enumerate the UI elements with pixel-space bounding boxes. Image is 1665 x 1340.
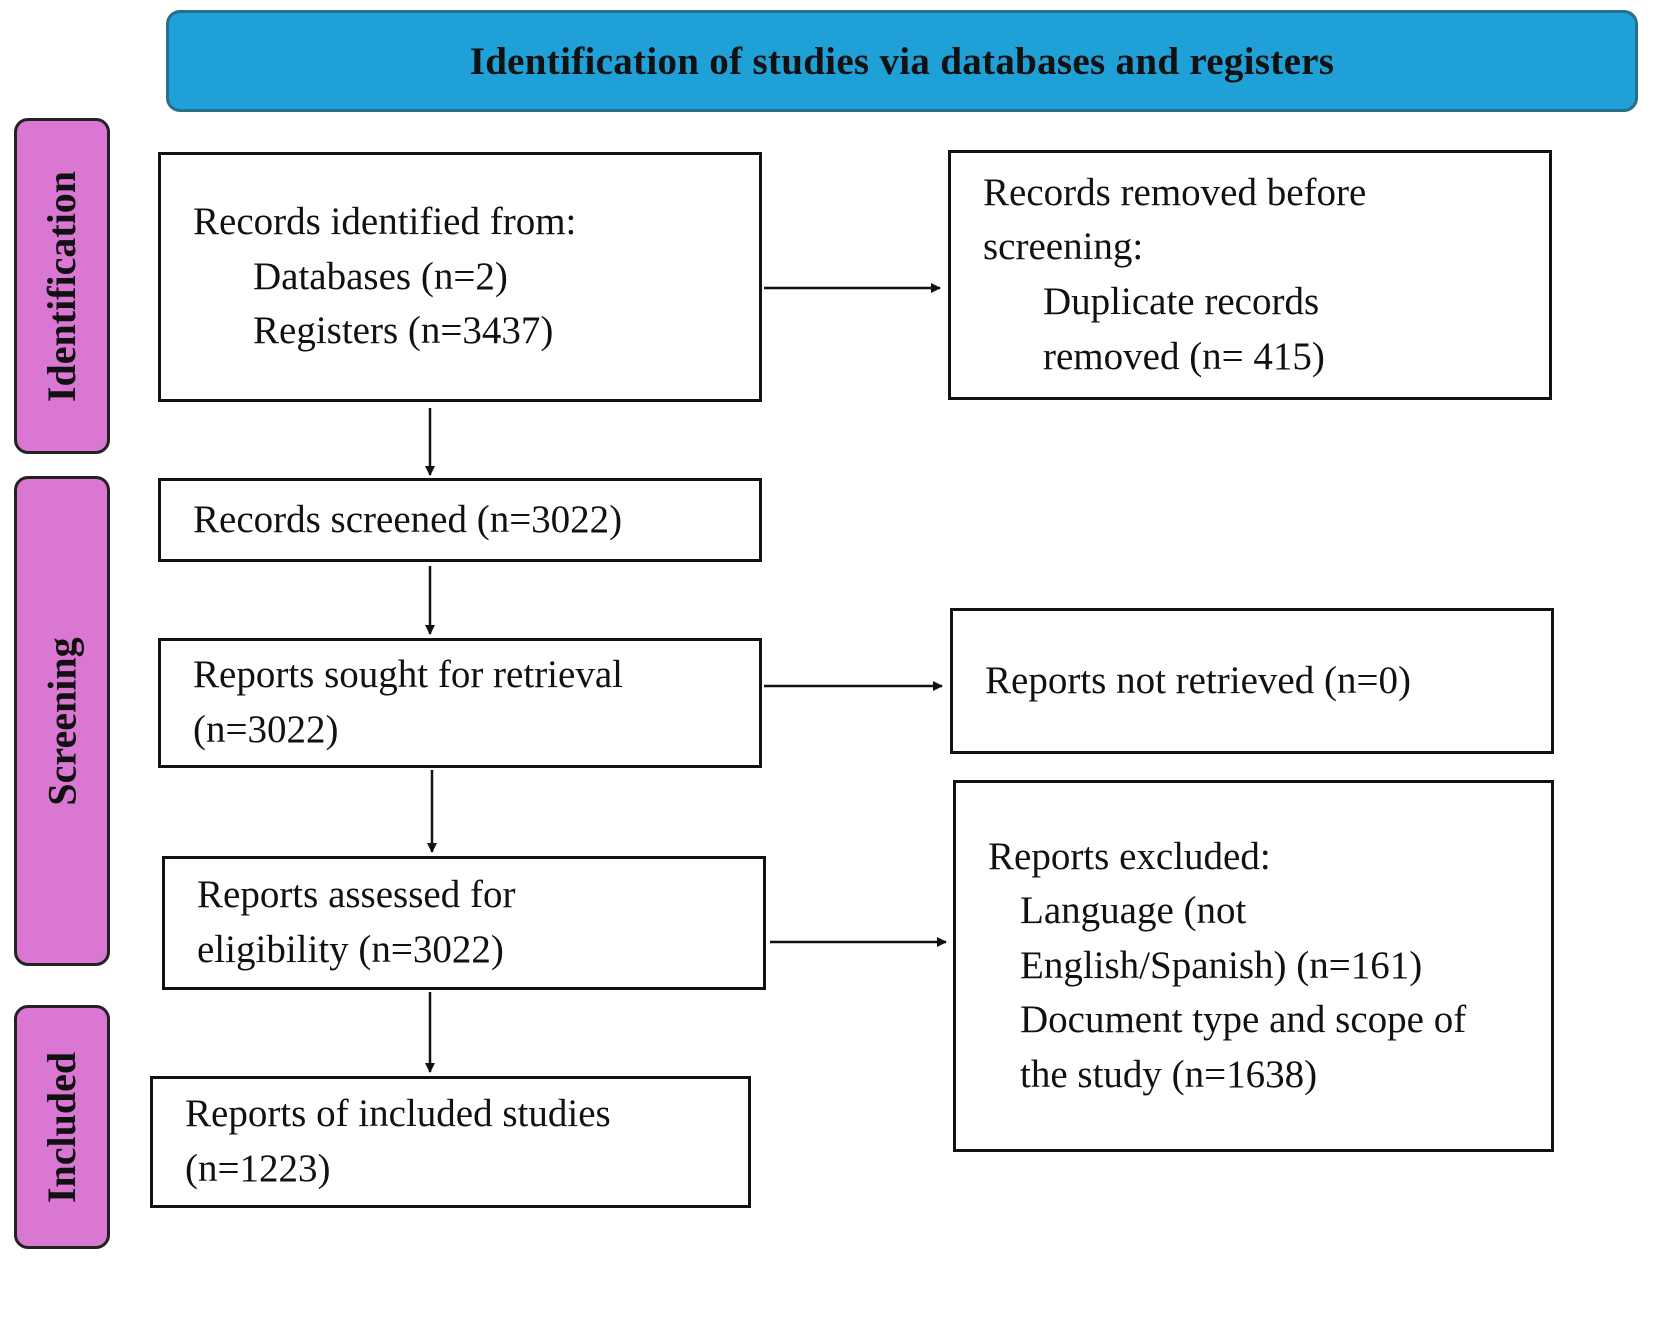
reports-not-retrieved-box: Reports not retrieved (n=0) — [950, 608, 1554, 754]
reports-excluded-language-line1: Language (not — [1020, 889, 1247, 933]
header-title: Identification of studies via databases … — [469, 39, 1335, 83]
records-removed-detail-line2: removed (n= 415) — [1043, 334, 1325, 378]
reports-not-retrieved-text: Reports not retrieved (n=0) — [985, 658, 1411, 702]
records-identified-databases: Databases (n=2) — [253, 254, 508, 298]
reports-assessed-box: Reports assessed for eligibility (n=3022… — [162, 856, 766, 990]
header-banner: Identification of studies via databases … — [166, 10, 1638, 112]
reports-included-line1: Reports of included studies — [185, 1092, 611, 1136]
reports-excluded-doctype-line1: Document type and scope of — [1020, 998, 1467, 1042]
records-removed-heading-line1: Records removed before — [983, 170, 1367, 214]
records-identified-box: Records identified from: Databases (n=2)… — [158, 152, 762, 402]
stage-included: Included — [14, 1005, 110, 1249]
records-removed-heading-line2: screening: — [983, 225, 1144, 269]
reports-excluded-heading: Reports excluded: — [988, 834, 1271, 878]
reports-sought-line2: (n=3022) — [193, 708, 339, 751]
stage-identification-label: Identification — [39, 170, 85, 402]
reports-excluded-box: Reports excluded: Language (not English/… — [953, 780, 1554, 1152]
reports-included-line2: (n=1223) — [185, 1147, 331, 1190]
reports-excluded-language-line2: English/Spanish) (n=161) — [1020, 943, 1423, 987]
stage-screening: Screening — [14, 476, 110, 966]
records-screened-text: Records screened (n=3022) — [193, 497, 623, 541]
reports-sought-line1: Reports sought for retrieval — [193, 653, 623, 697]
reports-assessed-line1: Reports assessed for — [197, 873, 516, 917]
records-removed-box: Records removed before screening: Duplic… — [948, 150, 1552, 400]
reports-sought-box: Reports sought for retrieval (n=3022) — [158, 638, 762, 768]
records-removed-detail-line1: Duplicate records — [1043, 280, 1320, 323]
stage-identification: Identification — [14, 118, 110, 454]
reports-excluded-doctype-line2: the study (n=1638) — [1020, 1052, 1318, 1096]
records-identified-registers: Registers (n=3437) — [253, 309, 554, 353]
stage-screening-label: Screening — [39, 636, 85, 806]
reports-included-box: Reports of included studies (n=1223) — [150, 1076, 751, 1208]
stage-included-label: Included — [39, 1051, 85, 1203]
reports-assessed-line2: eligibility (n=3022) — [197, 928, 504, 971]
records-screened-box: Records screened (n=3022) — [158, 478, 762, 562]
records-identified-heading: Records identified from: — [193, 200, 577, 244]
